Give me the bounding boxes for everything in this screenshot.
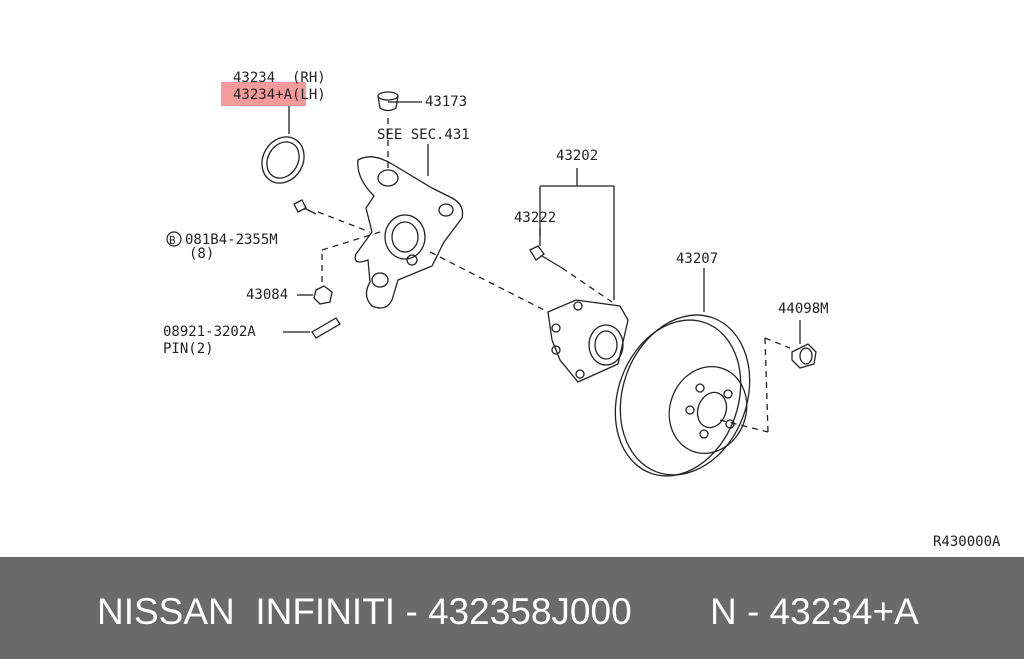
label-43173[interactable]: 43173	[425, 94, 467, 110]
label-pin: PIN(2)	[163, 341, 214, 357]
exploded-parts-diagram: 43234 (RH) 43234+A(LH) 43173 SEE SEC.431…	[163, 70, 1002, 550]
diagram-svg: 43234 (RH) 43234+A(LH) 43173 SEE SEC.431…	[163, 70, 1001, 550]
diagram-callout-number: N - 43234+A	[710, 591, 919, 632]
part-highlight	[221, 82, 306, 106]
label-43234-rh[interactable]: 43234 (RH)	[233, 70, 326, 86]
label-08921[interactable]: 08921-3202A	[163, 324, 256, 340]
label-43207[interactable]: 43207	[676, 251, 718, 267]
label-44098m[interactable]: 44098M	[778, 301, 829, 317]
bolt-symbol	[166, 231, 182, 247]
label-081b4[interactable]: 081B4-2355M	[185, 232, 278, 248]
seal-ring	[261, 136, 305, 184]
part-number-banner: NISSAN INFINITI - 432358J000 N - 43234+A	[0, 557, 1024, 659]
bolt-symbol-letter: B	[169, 234, 176, 247]
label-see-sec[interactable]: SEE SEC.431	[377, 127, 470, 143]
label-43084[interactable]: 43084	[246, 287, 288, 303]
label-43202[interactable]: 43202	[556, 148, 598, 164]
label-reference: R430000A	[933, 534, 1001, 550]
brake-disc-outer	[619, 314, 751, 476]
brand-part-number: NISSAN INFINITI - 432358J000	[97, 591, 632, 632]
label-081b4-qty: (8)	[189, 246, 214, 262]
label-43234-lh[interactable]: 43234+A(LH)	[233, 87, 326, 103]
label-43222[interactable]: 43222	[514, 210, 556, 226]
